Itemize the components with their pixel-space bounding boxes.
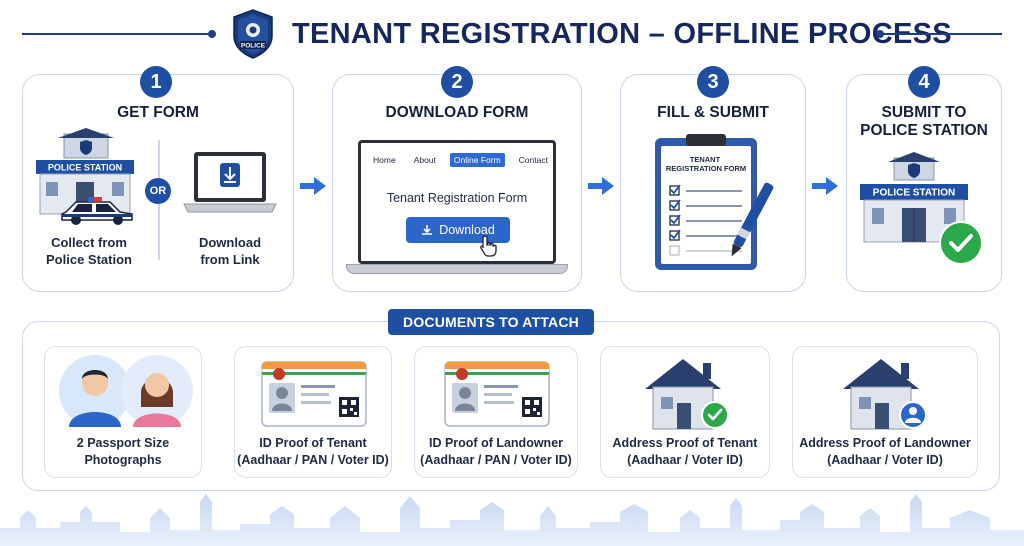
checklist-box	[669, 230, 680, 241]
clipboard-title-line-2: REGISTRATION FORM	[666, 164, 746, 173]
nav-home-link[interactable]: Home	[373, 155, 396, 165]
checklist-box	[669, 200, 680, 211]
document-caption-photos: 2 Passport Size Photographs	[76, 436, 170, 467]
laptop-base	[346, 264, 568, 274]
checklist-line	[686, 205, 742, 207]
arrow-right-icon	[300, 177, 326, 195]
browser-window: Home About Online Form Contact Tenant Re…	[358, 140, 556, 264]
nav-about-link[interactable]: About	[413, 155, 436, 165]
step-number-1: 1	[140, 66, 172, 98]
checklist-line	[686, 190, 742, 192]
header: POLICE TENANT REGISTRATION – OFFLINE PRO…	[0, 8, 1024, 60]
step-title-4: SUBMIT TO POLICE STATION	[860, 104, 988, 139]
header-rule-dot-left	[208, 30, 216, 38]
checklist-box	[669, 245, 680, 256]
police-car-icon	[61, 197, 133, 225]
document-caption-tenant-address: Address Proof of Tenant (Aadhaar / Voter…	[612, 436, 758, 467]
website-nav: Home About Online Form Contact	[369, 153, 552, 167]
arrow-right-icon	[812, 177, 838, 195]
step-number-3: 3	[697, 66, 729, 98]
clipboard-form-title: TENANT REGISTRATION FORM	[666, 155, 746, 173]
download-from-link-label: Download from Link	[198, 235, 262, 267]
checklist	[669, 184, 742, 256]
checkmark-icon	[670, 199, 681, 210]
checkmark-icon	[670, 229, 681, 240]
form-title: Tenant Registration Form	[386, 191, 528, 205]
document-caption-landowner-address: Address Proof of Landowner (Aadhaar / Vo…	[799, 436, 971, 467]
document-card-tenant-id: ID Proof of Tenant (Aadhaar / PAN / Vote…	[234, 346, 392, 478]
download-icon	[422, 225, 433, 235]
page-title: TENANT REGISTRATION – OFFLINE PROCESS	[292, 18, 952, 50]
clipboard-title-line-1: TENANT	[690, 155, 721, 164]
checkmark-icon	[670, 184, 681, 195]
collect-from-station-label: Collect from Police Station	[46, 235, 132, 267]
nav-contact-link[interactable]: Contact	[518, 155, 548, 165]
checkmark-icon	[670, 214, 681, 225]
nav-online-form-link[interactable]: Online Form	[449, 153, 505, 167]
or-badge: OR	[145, 178, 171, 204]
step-number-4: 4	[908, 66, 940, 98]
cursor-hand-icon	[480, 235, 497, 257]
house-user-icon	[843, 359, 927, 430]
checklist-box	[669, 185, 680, 196]
documents-heading: DOCUMENTS TO ATTACH	[388, 309, 594, 335]
download-button-label: Download	[439, 223, 495, 237]
id-card-icon	[261, 361, 367, 427]
checklist-line	[686, 220, 742, 222]
document-caption-landowner-id: ID Proof of Landowner (Aadhaar / PAN / V…	[420, 436, 572, 467]
checklist-line	[686, 235, 742, 237]
checklist-box	[669, 215, 680, 226]
header-rule-right	[882, 33, 1002, 35]
police-badge-icon: POLICE	[228, 8, 278, 60]
download-button[interactable]: Download	[406, 217, 510, 243]
step-number-2: 2	[441, 66, 473, 98]
passport-photos-icon	[59, 355, 193, 427]
id-card-icon	[444, 361, 550, 427]
header-rule-dot-right	[876, 30, 884, 38]
step-title-2: DOWNLOAD FORM	[385, 104, 529, 121]
laptop-download-icon	[183, 152, 277, 213]
step-title-1: GET FORM	[117, 104, 199, 121]
header-rule-left	[22, 33, 210, 35]
clipboard-form-icon: TENANT REGISTRATION FORM	[655, 134, 774, 270]
station-sign-text: POLICE STATION	[873, 188, 955, 199]
arrow-right-icon	[588, 177, 614, 195]
document-card-landowner-address: Address Proof of Landowner (Aadhaar / Vo…	[792, 346, 978, 478]
checklist-line	[686, 250, 742, 252]
house-check-icon	[645, 359, 729, 430]
document-card-landowner-id: ID Proof of Landowner (Aadhaar / PAN / V…	[414, 346, 578, 478]
step-title-3: FILL & SUBMIT	[657, 104, 769, 121]
city-skyline-decoration	[0, 494, 1024, 546]
check-circle-icon	[939, 221, 983, 265]
document-card-photos: 2 Passport Size Photographs	[44, 346, 202, 478]
badge-text: POLICE	[241, 43, 266, 50]
station-sign-text: POLICE STATION	[48, 163, 122, 173]
document-card-tenant-address: Address Proof of Tenant (Aadhaar / Voter…	[600, 346, 770, 478]
document-caption-tenant-id: ID Proof of Tenant (Aadhaar / PAN / Vote…	[237, 436, 389, 467]
